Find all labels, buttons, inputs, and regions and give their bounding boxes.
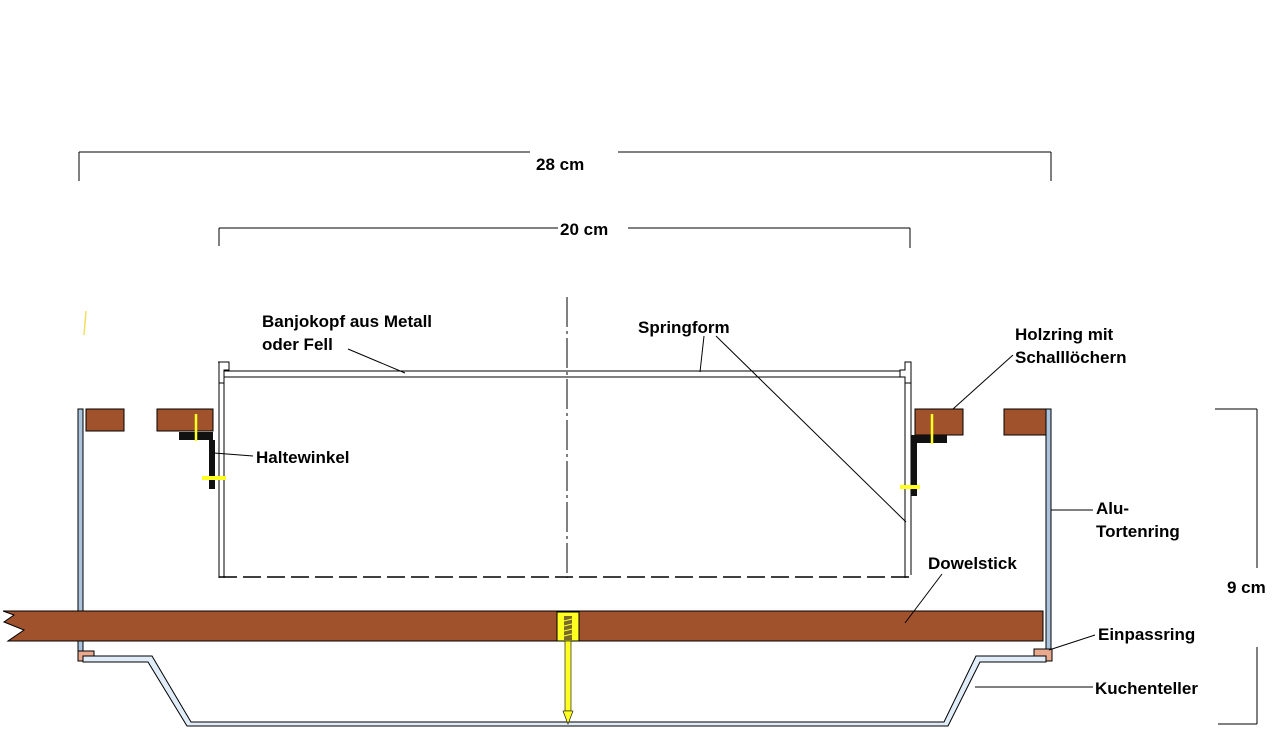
label-holzring-line2: Schalllöchern [1015, 348, 1126, 367]
label-dowelstick: Dowelstick [928, 554, 1017, 573]
label-holzring-line1: Holzring mit [1015, 325, 1114, 344]
label-alu-line1: Alu- [1096, 499, 1129, 518]
holzring-segment-right-inner [914, 408, 964, 436]
label-banjokopf-line1: Banjokopf aus Metall [262, 312, 432, 331]
leader-dowelstick [904, 573, 943, 624]
leader-lines [213, 335, 1096, 688]
springform [218, 361, 912, 578]
holzring-segment-left-inner [156, 408, 214, 432]
leader-einpassring [1048, 634, 1096, 651]
dowelstick [2, 610, 1044, 642]
dimension-9cm [1215, 408, 1258, 725]
leader-banjokopf [347, 348, 406, 374]
label-kuchenteller: Kuchenteller [1095, 679, 1198, 698]
kuchenteller [82, 655, 1047, 727]
stray-mark [83, 310, 87, 336]
holzring-segment-left-outer [85, 408, 125, 432]
leader-holzring [952, 354, 1014, 410]
center-screw [556, 611, 580, 725]
leader-springform-wall [715, 335, 907, 523]
holzring [85, 408, 1047, 436]
leader-springform-head [699, 335, 705, 373]
label-banjokopf-line2: oder Fell [262, 335, 333, 354]
label-einpassring: Einpassring [1098, 625, 1195, 644]
dimension-9cm-label: 9 cm [1227, 578, 1266, 597]
dimension-20cm [218, 227, 911, 248]
haltewinkel-left [179, 414, 226, 489]
holzring-segment-right-outer [1003, 408, 1047, 436]
label-springform: Springform [638, 318, 730, 337]
dimension-28cm [78, 151, 1052, 181]
dimension-28cm-label: 28 cm [536, 155, 584, 174]
leader-haltewinkel [213, 452, 254, 457]
dimension-20cm-label: 20 cm [560, 220, 608, 239]
label-alu-line2: Tortenring [1096, 522, 1180, 541]
label-haltewinkel: Haltewinkel [256, 448, 350, 467]
haltewinkel-right [900, 414, 947, 496]
